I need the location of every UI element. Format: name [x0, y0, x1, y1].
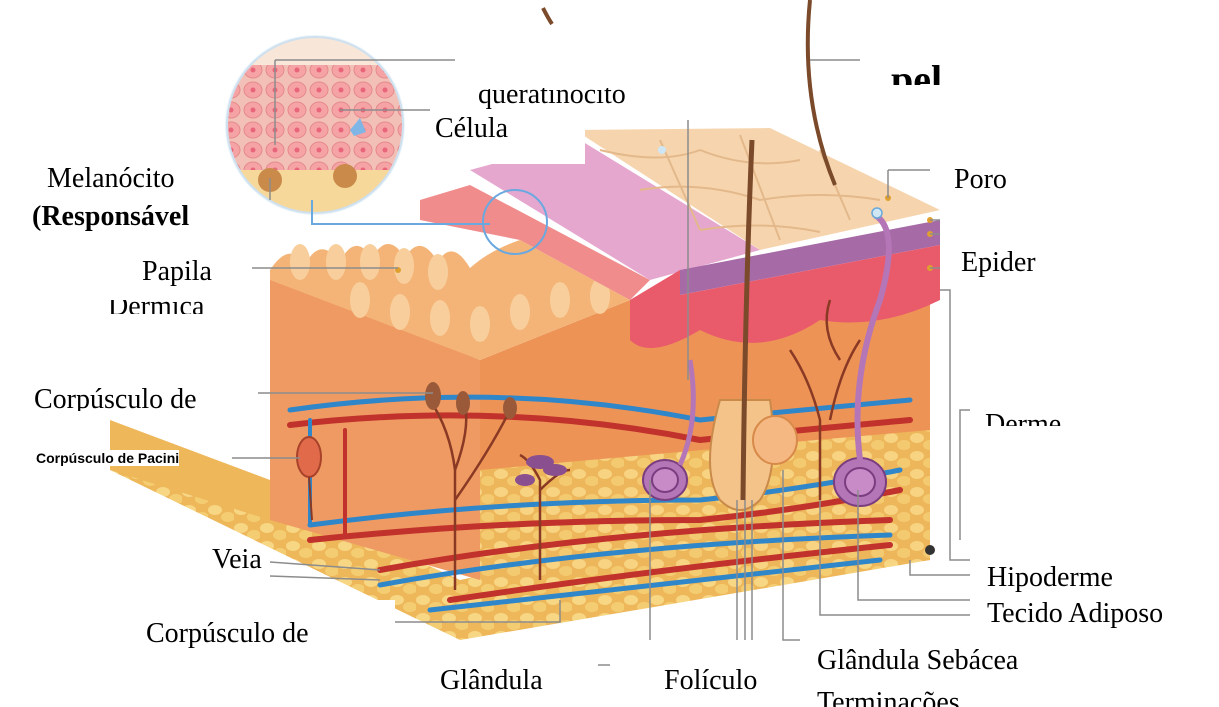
label-glandula: Glândula [438, 666, 545, 696]
pore [872, 208, 882, 218]
label-corpusculo-ruffini: Corpúsculo de [140, 615, 360, 651]
label-melanocito: Melanócito [45, 164, 177, 194]
label-poro: Poro [952, 165, 1009, 195]
label-foliculo: Folículo [662, 666, 759, 696]
label-tecido-adiposo: Tecido Adiposo [985, 599, 1165, 629]
pore-small [658, 146, 666, 154]
pacini-corpuscle [297, 437, 321, 477]
label-derme: Derme [975, 408, 1095, 426]
label-hipoderme: Hipoderme [985, 563, 1115, 593]
label-corpusculo-pacini: Corpúsculo de Pacini [36, 450, 179, 466]
label-epiderme: Epider [955, 240, 1075, 288]
hair-fragment [543, 8, 552, 24]
cell-magnifier [220, 35, 420, 215]
label-responsavel: (Responsável [30, 200, 220, 232]
label-dermica: Dérmica [100, 300, 240, 314]
label-papila: Papila [140, 257, 214, 287]
label-queratinocito: queratinócito [470, 88, 670, 110]
label-celula: Célula [425, 112, 585, 164]
label-corpusculo-meissner: Corpúsculo de [28, 383, 258, 411]
label-veia: Veia [210, 545, 264, 575]
title-fragment: pel [885, 52, 980, 85]
label-glandula-sebacea: Glândula Sebácea [815, 646, 1020, 676]
sebaceous-gland [753, 416, 797, 464]
label-terminacoes: Terminações [815, 688, 1005, 707]
